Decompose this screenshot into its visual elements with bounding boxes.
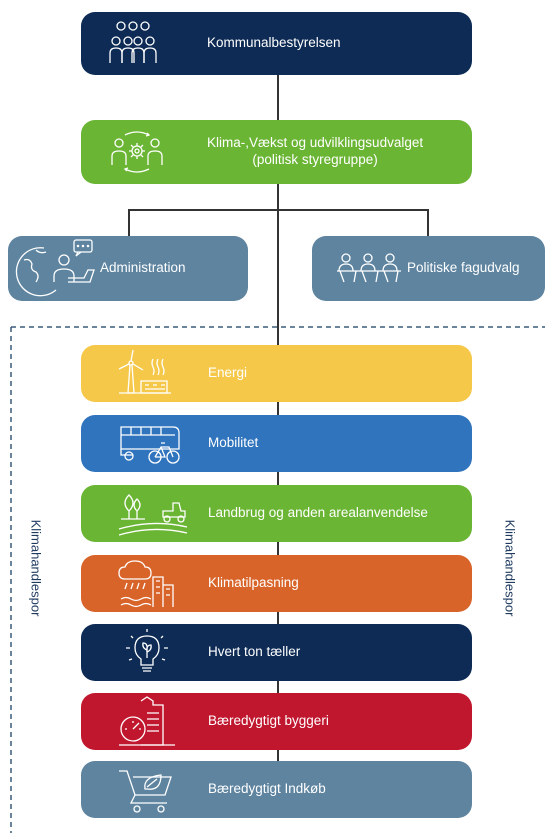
building-gauge-icon <box>117 695 177 747</box>
storm-flood-icon <box>117 559 181 609</box>
connector-left-drop <box>128 209 130 236</box>
track-energy-box: Energi <box>81 345 472 402</box>
lightbulb-leaf-icon <box>123 628 171 678</box>
track-every-ton-label: Hvert ton tæller <box>208 644 301 660</box>
collaboration-gear-icon <box>109 129 165 175</box>
administration-label: Administration <box>100 260 186 276</box>
side-label-left: Klimahandlespor <box>28 519 44 617</box>
committee-label-line2: (politisk styregruppe) <box>252 152 378 167</box>
meeting-table-icon <box>336 252 402 284</box>
track-mobility-label: Mobilitet <box>208 435 259 451</box>
track-mobility-box: Mobilitet <box>81 415 472 472</box>
shopping-cart-leaf-icon <box>117 765 177 815</box>
committee-label-line1: Klima-,Vækst og udvilklingsudvalget <box>207 135 424 151</box>
track-construction-label: Bæredygtigt byggeri <box>208 713 329 729</box>
track-agriculture-label: Landbrug og anden arealanvendelse <box>208 505 428 521</box>
political-committees-box: Politiske fagudvalg <box>312 236 545 301</box>
connector-horizontal <box>128 209 429 211</box>
committee-label: Klima-,Vækst og udvilklingsudvalget (pol… <box>207 135 423 169</box>
track-procurement-box: Bæredygtigt Indkøb <box>81 761 472 818</box>
track-adaptation-box: Klimatilpasning <box>81 555 472 612</box>
administration-box: Administration <box>8 236 248 301</box>
people-group-icon <box>107 17 159 69</box>
track-procurement-label: Bæredygtigt Indkøb <box>208 781 326 797</box>
side-label-right: Klimahandlespor <box>502 519 518 617</box>
wind-turbine-factory-icon <box>117 349 173 397</box>
political-committees-label: Politiske fagudvalg <box>407 260 520 276</box>
globe-person-laptop-icon <box>14 238 98 298</box>
track-every-ton-box: Hvert ton tæller <box>81 624 472 681</box>
committee-box: Klima-,Vækst og udvilklingsudvalget (pol… <box>81 120 472 184</box>
farm-tractor-icon <box>117 489 189 537</box>
connector-right-drop <box>427 209 429 236</box>
track-adaptation-label: Klimatilpasning <box>208 575 299 591</box>
track-agriculture-box: Landbrug og anden arealanvendelse <box>81 485 472 542</box>
board-box: Kommunalbestyrelsen <box>81 12 472 75</box>
board-label: Kommunalbestyrelsen <box>207 35 341 51</box>
track-construction-box: Bæredygtigt byggeri <box>81 693 472 750</box>
track-energy-label: Energi <box>208 365 248 381</box>
bus-bicycle-icon <box>117 423 181 465</box>
